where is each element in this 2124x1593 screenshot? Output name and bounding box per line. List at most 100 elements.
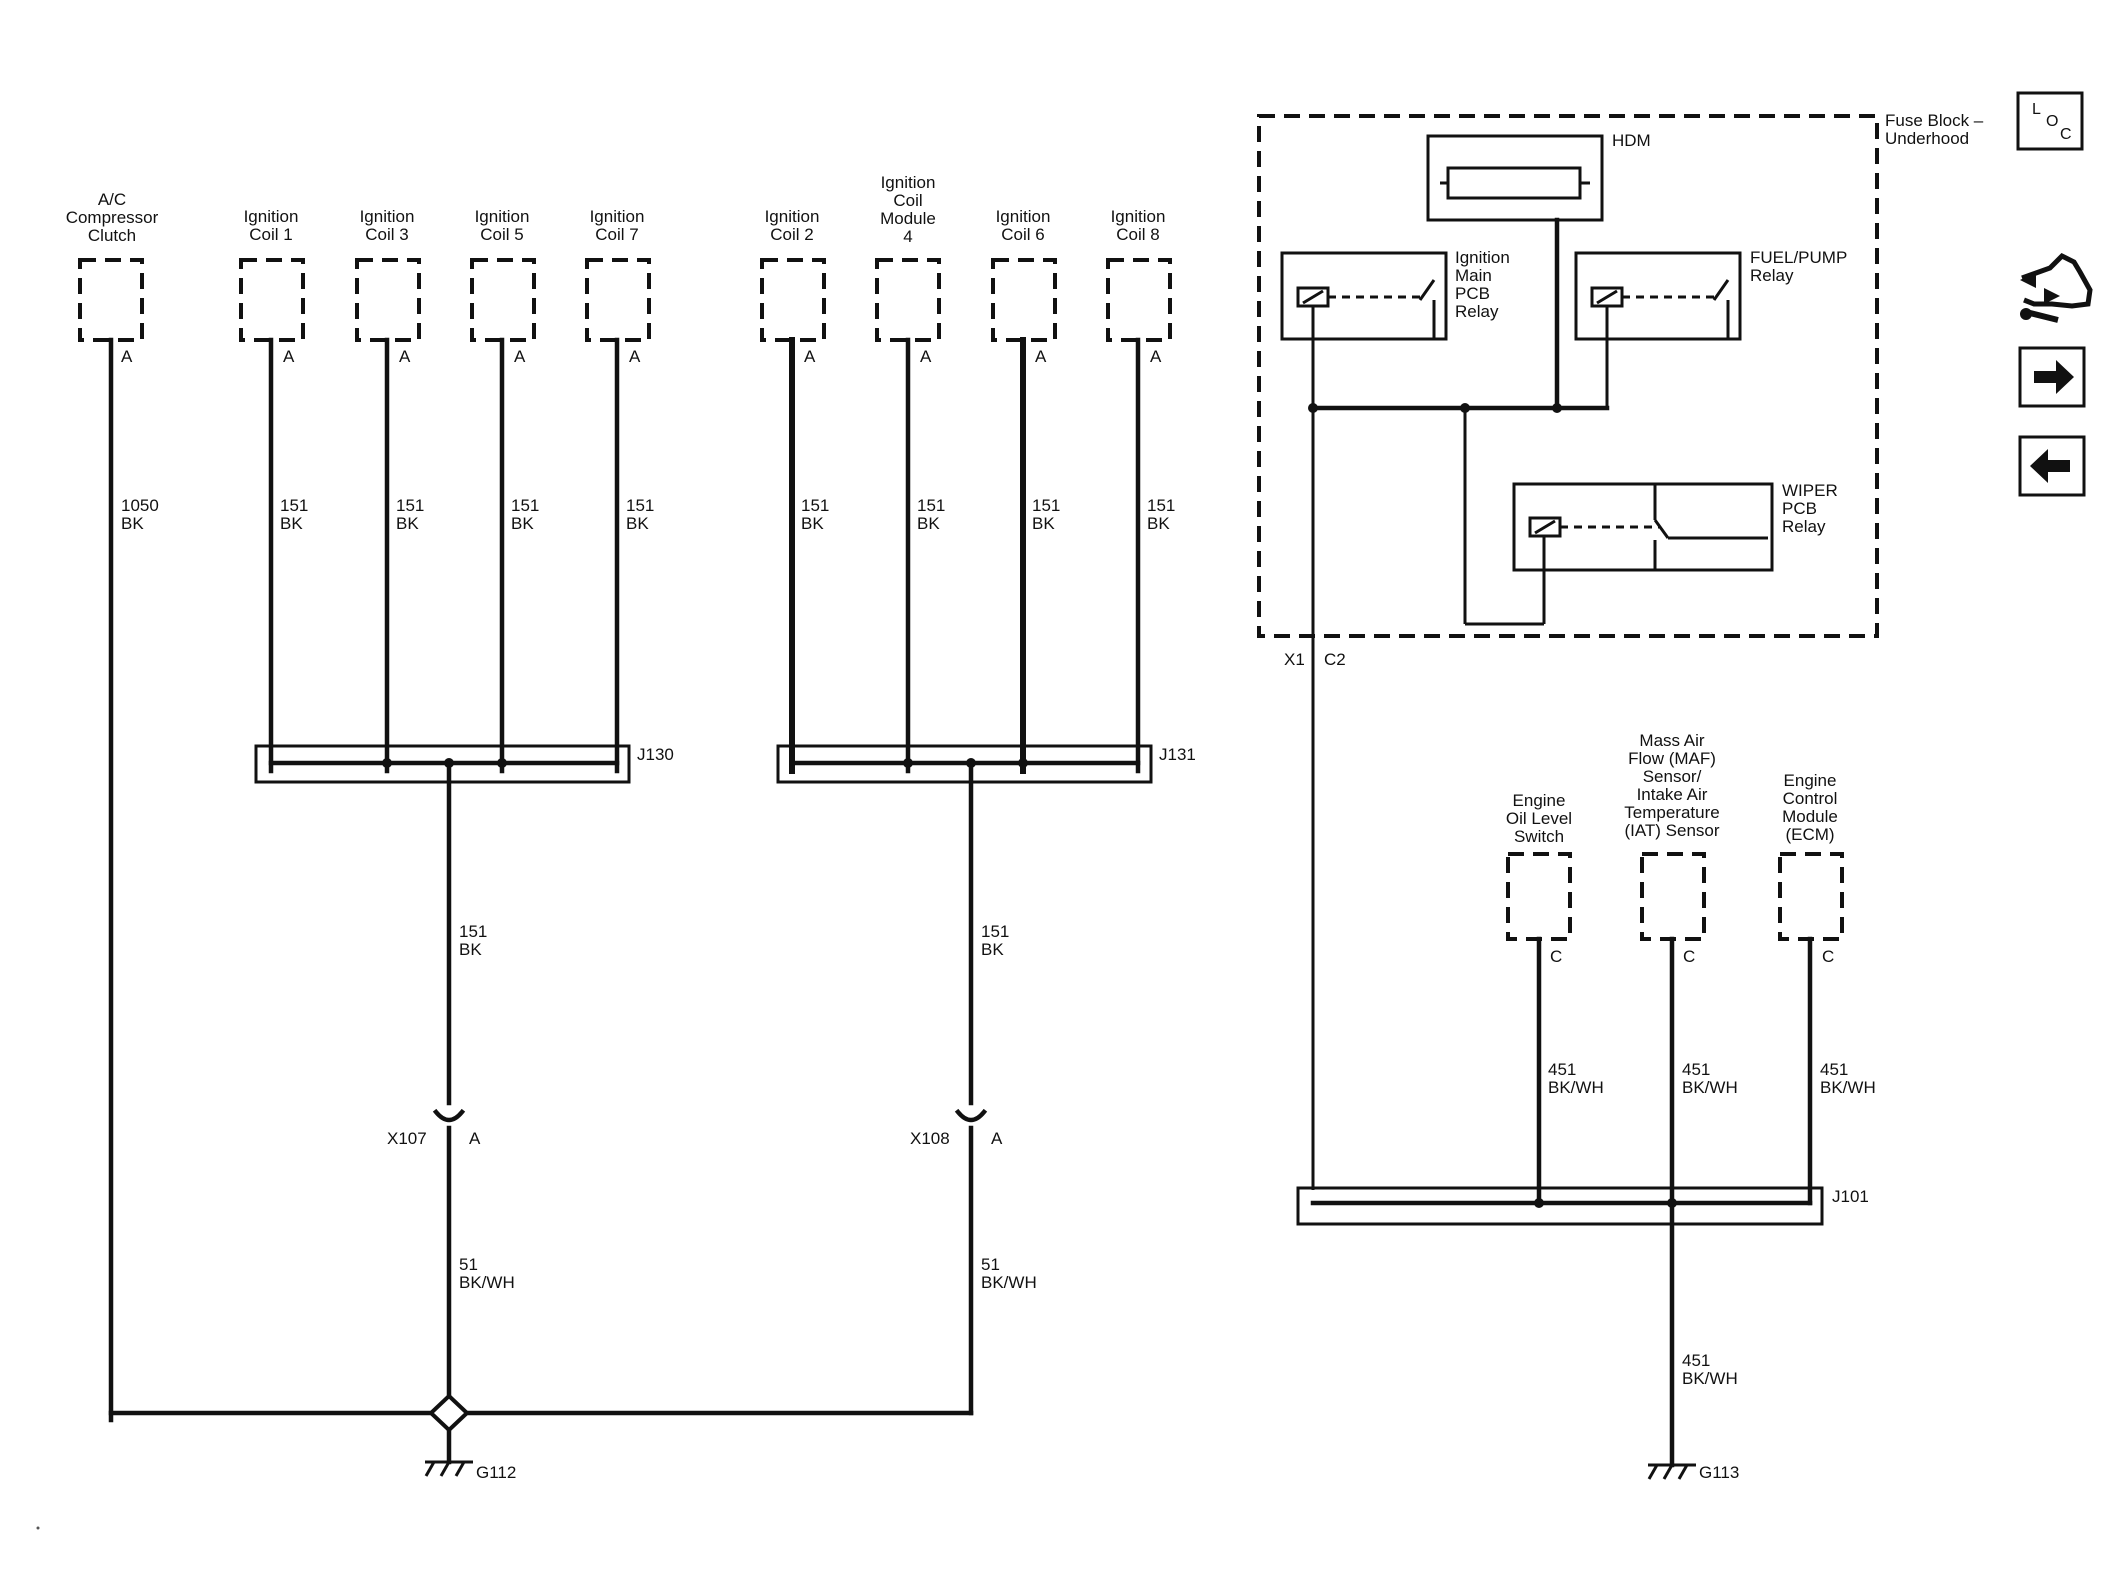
pin-label: A [629,347,641,366]
pin-label: A [991,1129,1003,1148]
circuit-number: 151 [459,922,487,941]
circuit-number: 451 [1548,1060,1576,1079]
pin-label: A [514,347,526,366]
splice-j131: J131 151 BK [776,744,1196,1106]
wire-color: BK/WH [1548,1078,1604,1097]
pin-label: C [1550,947,1562,966]
connector-label: X108 [910,1129,950,1148]
circuit-number: 151 [917,496,945,515]
pin-label: A [469,1129,481,1148]
circuit-number: 151 [280,496,308,515]
wire-color: BK/WH [981,1273,1037,1292]
pin-label: A [1150,347,1162,366]
connector-label: X1 [1284,650,1305,669]
wire-color: BK [801,514,824,533]
circuit-number: 1050 [121,496,159,515]
ground-g112: G112 [108,1393,974,1482]
wire-color: BK [626,514,649,533]
wire-color: BK [280,514,303,533]
circuit-number: 151 [801,496,829,515]
svg-text:C: C [2060,126,2072,143]
wire-color: BK [459,940,482,959]
wire-color: BK [981,940,1004,959]
circuit-number: 451 [1682,1351,1710,1370]
connector-x108: X108 A 51 BK/WH [910,1108,1037,1416]
circuit-number: 151 [396,496,424,515]
hdm-device: HDM [1426,131,1651,222]
splice-label: J130 [637,745,674,764]
ground-label: G113 [1699,1463,1739,1482]
circuit-number: 451 [1820,1060,1848,1079]
pin-label: A [920,347,932,366]
hdm-label: HDM [1612,131,1651,150]
circuit-number: 151 [981,922,1009,941]
wire-color: BK [1032,514,1055,533]
wire-color: BK [121,514,144,533]
splice-label: J101 [1832,1187,1869,1206]
ground-label: G112 [476,1463,516,1482]
connector-label: X107 [387,1129,427,1148]
svg-text:O: O [2046,113,2058,130]
splice-j130: J130 151 BK [254,744,674,1106]
pin-label: A [121,347,133,366]
splice-j101: J101 451 BK/WH [1296,1186,1869,1388]
wire-color: BK/WH [459,1273,515,1292]
circuit-number: 151 [626,496,654,515]
corner-dot [36,1526,40,1530]
svg-text:L: L [2032,101,2041,118]
svg-text:Fuse Block –Underhood: Fuse Block –Underhood [1885,111,1984,148]
wire-color: BK/WH [1820,1078,1876,1097]
ground-g113: G113 [1647,1463,1739,1482]
circuit-number: 51 [459,1255,478,1274]
pin-label: A [399,347,411,366]
pin-label: A [1035,347,1047,366]
circuit-number: 51 [981,1255,1000,1274]
next-arrow-icon[interactable] [2018,346,2086,408]
location-button[interactable]: L O C [2016,91,2084,151]
circuit-number: 151 [511,496,539,515]
wire-color: BK [917,514,940,533]
pin-label: C [1683,947,1695,966]
previous-arrow-icon[interactable] [2018,435,2086,497]
system-diagnostic-icon[interactable] [2020,252,2093,323]
circuit-number: 451 [1682,1060,1710,1079]
circuit-number: 151 [1147,496,1175,515]
circuit-number: 151 [1032,496,1060,515]
wire-color: BK [511,514,534,533]
wire-color: BK [1147,514,1170,533]
pin-label: A [804,347,816,366]
pin-label: C2 [1324,650,1346,669]
